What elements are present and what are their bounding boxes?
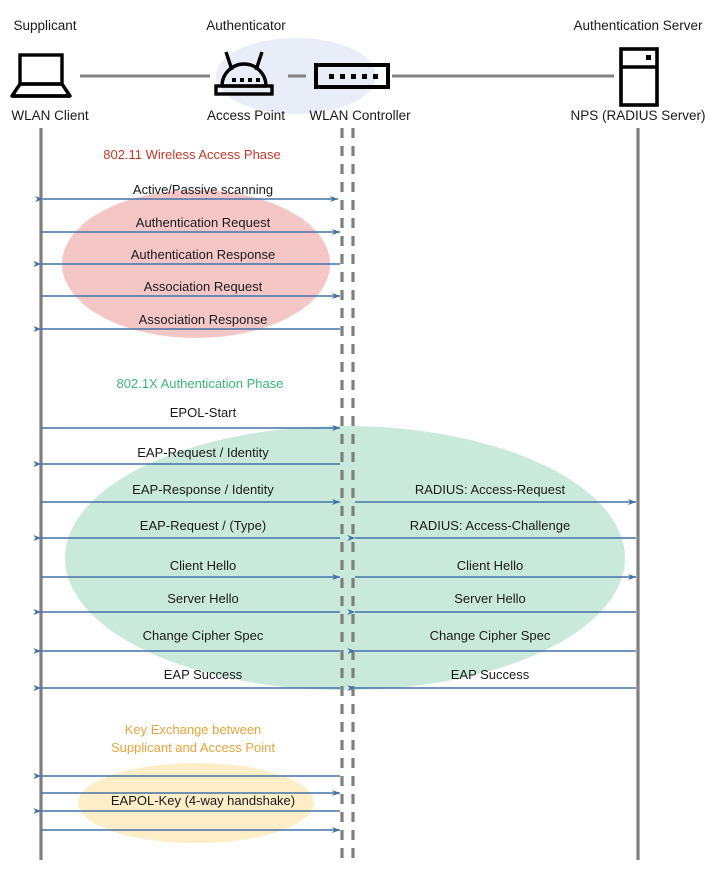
message-label-radius-access-request: RADIUS: Access-Request [414, 482, 566, 497]
node-role-supplicant: Supplicant [13, 18, 77, 33]
server-led [646, 55, 651, 60]
message-label-change-cipher-spec-right: Change Cipher Spec [429, 628, 551, 643]
wireless-router-icon [214, 51, 274, 96]
node-role-authenticator: Authenticator [206, 18, 286, 33]
node-device-nps-radius: NPS (RADIUS Server) [570, 108, 706, 123]
node-role-auth-server: Authentication Server [573, 18, 703, 33]
phase-label-key-exchange-line2: Supplicant and Access Point [110, 740, 276, 755]
message-label-eap-success-right: EAP Success [450, 667, 530, 682]
laptop-icon [10, 53, 72, 98]
message-label-authentication-request: Authentication Request [135, 215, 271, 230]
message-arrows-left [33, 195, 341, 833]
message-label-eap-response-identity: EAP-Response / Identity [132, 482, 274, 497]
message-label-authentication-response: Authentication Response [130, 247, 276, 262]
server-rack-icon [619, 47, 659, 107]
message-label-client-hello-left: Client Hello [169, 558, 237, 573]
message-label-change-cipher-spec-left: Change Cipher Spec [142, 628, 264, 643]
message-label-epol-start: EPOL-Start [169, 405, 237, 420]
node-device-access-point: Access Point [206, 108, 286, 123]
message-label-association-request: Association Request [143, 279, 263, 294]
network-switch-icon [314, 63, 390, 89]
wireless-router-leds [232, 78, 260, 82]
ellipse-phase-key [78, 763, 314, 843]
message-label-server-hello-left: Server Hello [167, 591, 239, 606]
message-label-eap-request-identity: EAP-Request / Identity [137, 445, 269, 460]
message-label-association-response: Association Response [138, 312, 268, 327]
message-label-client-hello-right: Client Hello [456, 558, 524, 573]
message-arrows-right [347, 498, 637, 692]
ellipse-phase-8021x [65, 426, 625, 690]
message-label-eapol-key: EAPOL-Key (4-way handshake) [110, 793, 296, 808]
message-label-active-passive-scanning: Active/Passive scanning [132, 182, 274, 197]
message-label-radius-access-challenge: RADIUS: Access-Challenge [409, 518, 571, 533]
message-label-server-hello-right: Server Hello [454, 591, 526, 606]
message-label-eap-request-type: EAP-Request / (Type) [139, 518, 267, 533]
network-switch-leds [329, 74, 378, 79]
phase-label-key-exchange-line1: Key Exchange between [124, 722, 262, 737]
phase-label-8021x: 802.1X Authentication Phase [116, 376, 284, 391]
message-label-eap-success-left: EAP Success [163, 667, 243, 682]
node-device-wlan-client: WLAN Client [11, 108, 89, 123]
phase-label-80211: 802.11 Wireless Access Phase [103, 147, 281, 162]
node-device-wlan-controller: WLAN Controller [309, 108, 411, 123]
